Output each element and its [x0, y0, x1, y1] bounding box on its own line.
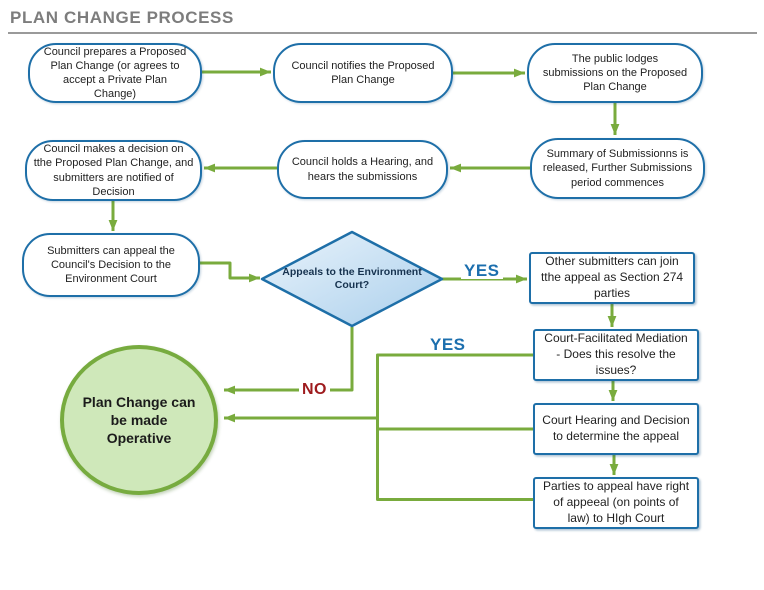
node-label: Submitters can appeal the Council's Deci… [47, 244, 175, 286]
edge-diamond-no-to-operative [224, 327, 354, 395]
node-submitters-appeal: Submitters can appeal the Council's Deci… [22, 233, 200, 297]
node-summary-of-submissions: Summary of Submissionns is released, Fur… [530, 138, 705, 199]
page-title: PLAN CHANGE PROCESS [10, 8, 234, 27]
node-council-notifies: Council notifies the Proposed Plan Chang… [273, 43, 453, 103]
node-council-prepares: Council prepares a Proposed Plan Change … [28, 43, 202, 103]
node-court-hearing-decision: Court Hearing and Decision to determine … [533, 403, 699, 455]
node-public-lodges-submissions: The public lodges submissions on the Pro… [527, 43, 703, 103]
node-court-mediation: Court-Facilitated Mediation - Does this … [533, 329, 699, 381]
edge-label-yes-mediation: YES [430, 335, 466, 354]
node-label: Council prepares a Proposed Plan Change … [43, 45, 187, 101]
edge-label-no-appeal: NO [299, 382, 330, 398]
node-section-274-parties: Other submitters can join tthe appeal as… [529, 252, 695, 304]
node-label: Council makes a decision on tthe Propose… [33, 143, 194, 198]
title-divider [8, 32, 757, 34]
node-label: Summary of Submissionns is released, Fur… [542, 148, 693, 189]
node-label: Council notifies the Proposed Plan Chang… [291, 59, 435, 86]
node-council-decision: Council makes a decision on tthe Propose… [25, 140, 202, 201]
edge-merge-trunk [376, 353, 533, 501]
node-label: Council holds a Hearing, and hears the s… [291, 156, 434, 183]
node-label: Plan Change can be made Operative [82, 393, 196, 447]
node-label: Court-Facilitated Mediation - Does this … [544, 331, 688, 377]
edge-appeal-to-diamond [200, 261, 260, 283]
node-plan-change-operative: Plan Change can be made Operative [60, 345, 218, 495]
node-high-court-appeal: Parties to appeal have right of appeeal … [533, 477, 699, 529]
node-label: Parties to appeal have right of appeeal … [542, 479, 690, 525]
diamond-label-appeals-question: Appeals to the Environment Court? [282, 266, 422, 291]
node-label: Other submitters can join tthe appeal as… [540, 254, 684, 300]
edge-label-yes-appeal: YES [461, 262, 503, 279]
node-label: Court Hearing and Decision to determine … [542, 413, 690, 443]
node-label: The public lodges submissions on the Pro… [542, 52, 688, 94]
node-council-hearing: Council holds a Hearing, and hears the s… [277, 140, 448, 199]
appeals-decision-diamond [260, 230, 444, 328]
